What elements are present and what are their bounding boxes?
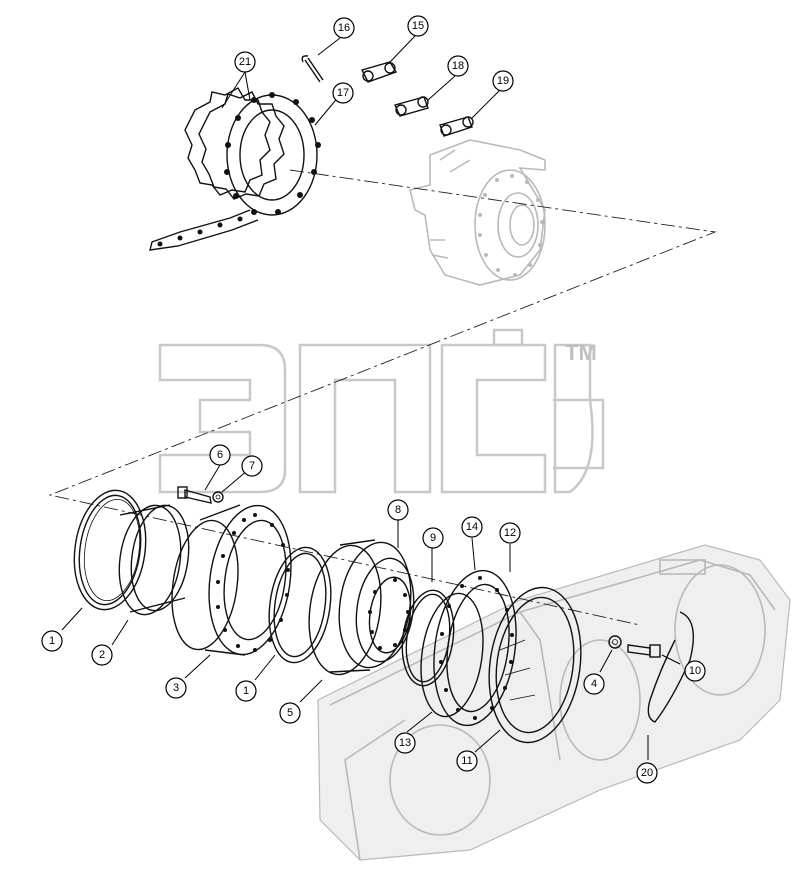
callout-11: 20: [636, 762, 658, 784]
svg-text:7: 7: [249, 460, 255, 472]
washer-7: [212, 491, 224, 503]
callout-6: 6: [209, 444, 231, 466]
callout-9: 9: [422, 527, 444, 549]
svg-text:1: 1: [49, 635, 55, 647]
hub-housing: [171, 504, 292, 656]
trademark-text: TM: [565, 340, 597, 365]
bolt-10: [627, 644, 661, 658]
callout-8: 8: [387, 499, 409, 521]
callout-16: 15: [407, 15, 429, 37]
callout-12: 11: [456, 750, 478, 772]
callout-20: 19: [492, 70, 514, 92]
svg-text:20: 20: [641, 767, 653, 779]
connecting-link-19: [394, 96, 429, 117]
svg-text:1: 1: [243, 685, 249, 697]
seal-ring-middle: [268, 546, 332, 664]
cotter-pin: [301, 55, 324, 83]
bolt-6: [177, 486, 212, 504]
svg-text:5: 5: [287, 707, 293, 719]
callout-10: 10: [684, 660, 706, 682]
callout-17: 16: [333, 17, 355, 39]
callout-3: 3: [165, 677, 187, 699]
final-drive-hub-ghost: [409, 139, 546, 286]
svg-text:10: 10: [689, 665, 701, 677]
callout-2: 2: [91, 644, 113, 666]
track-frame-ghost: [317, 544, 791, 861]
connecting-link-16: [360, 61, 398, 83]
svg-text:15: 15: [412, 20, 424, 32]
svg-text:4: 4: [591, 678, 597, 690]
callout-19: 18: [447, 55, 469, 77]
svg-text:18: 18: [452, 60, 464, 72]
callout-4: 4: [583, 673, 605, 695]
callout-21: 21: [234, 51, 256, 73]
svg-text:6: 6: [217, 449, 223, 461]
svg-text:13: 13: [399, 737, 411, 749]
washer-4: [608, 635, 622, 649]
seal-ring-left: [73, 489, 147, 611]
connecting-link-20: [439, 116, 474, 137]
svg-text:16: 16: [338, 22, 350, 34]
callout-18: 17: [332, 82, 354, 104]
svg-text:2: 2: [99, 649, 105, 661]
svg-text:21: 21: [239, 56, 251, 68]
callout-1-left: 1: [41, 630, 63, 652]
callout-1-middle: 1: [235, 680, 257, 702]
callout-7: 7: [241, 455, 263, 477]
assembly-centerlines: [48, 169, 717, 626]
watermark-logo: TM: [158, 328, 605, 494]
drive-chain-and-sprockets: [149, 87, 321, 251]
callout-15: 14: [461, 516, 483, 538]
cover-plate: [488, 586, 582, 744]
callout-13: 12: [499, 522, 521, 544]
lock-wire: [647, 611, 694, 723]
svg-text:8: 8: [395, 504, 401, 516]
callout-14: 13: [394, 732, 416, 754]
svg-text:19: 19: [497, 75, 509, 87]
svg-text:12: 12: [504, 527, 516, 539]
svg-text:17: 17: [337, 87, 349, 99]
callout-5: 5: [279, 702, 301, 724]
svg-text:14: 14: [466, 521, 478, 533]
leader-lines: [61, 35, 681, 760]
retainer-ring-14: [420, 592, 484, 718]
svg-text:3: 3: [173, 682, 179, 694]
svg-text:11: 11: [461, 755, 472, 767]
svg-text:9: 9: [430, 532, 436, 544]
spacer-ring: [118, 504, 190, 616]
